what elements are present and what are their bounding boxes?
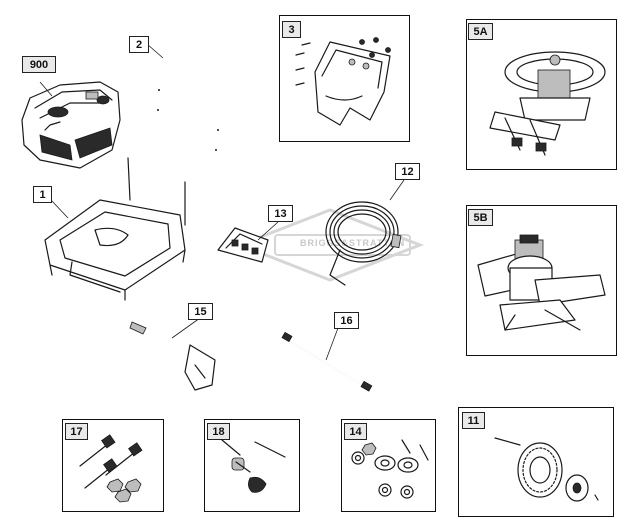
handle-illustration	[153, 25, 234, 180]
label-nozzles: 13	[268, 205, 293, 222]
watermark-logo	[235, 208, 425, 282]
frame-illustration	[44, 157, 186, 301]
bracket-kit-illustration	[295, 37, 391, 126]
pump-5b-illustration	[477, 234, 606, 331]
label-pump-5b: 5B	[468, 209, 493, 226]
label-handle-hardware: 18	[207, 423, 230, 440]
label-wheel-hardware: 14	[344, 423, 367, 440]
label-hose: 12	[395, 163, 420, 180]
wand-illustration	[281, 331, 373, 392]
label-handle: 2	[129, 36, 149, 53]
label-gun: 15	[188, 303, 213, 320]
label-pump-5a: 5A	[468, 23, 493, 40]
label-wand: 16	[334, 312, 359, 329]
bolts-illustration	[79, 434, 143, 503]
label-engine: 900	[22, 56, 56, 73]
label-wheel: 11	[462, 412, 485, 429]
hose-illustration	[325, 201, 402, 286]
handle-hardware-illustration	[221, 439, 286, 493]
wheel-hardware-illustration	[351, 439, 429, 499]
spray-gun-illustration	[129, 321, 216, 391]
label-frame: 1	[33, 186, 52, 203]
label-bracket-kit: 3	[282, 21, 301, 38]
engine-illustration	[21, 81, 121, 169]
nozzles-illustration	[217, 227, 269, 263]
wheel-illustration	[494, 437, 599, 502]
label-bolts: 17	[65, 423, 88, 440]
watermark-text: BRIGGS&STRATTON	[300, 238, 406, 248]
pump-5a-illustration	[489, 51, 606, 156]
